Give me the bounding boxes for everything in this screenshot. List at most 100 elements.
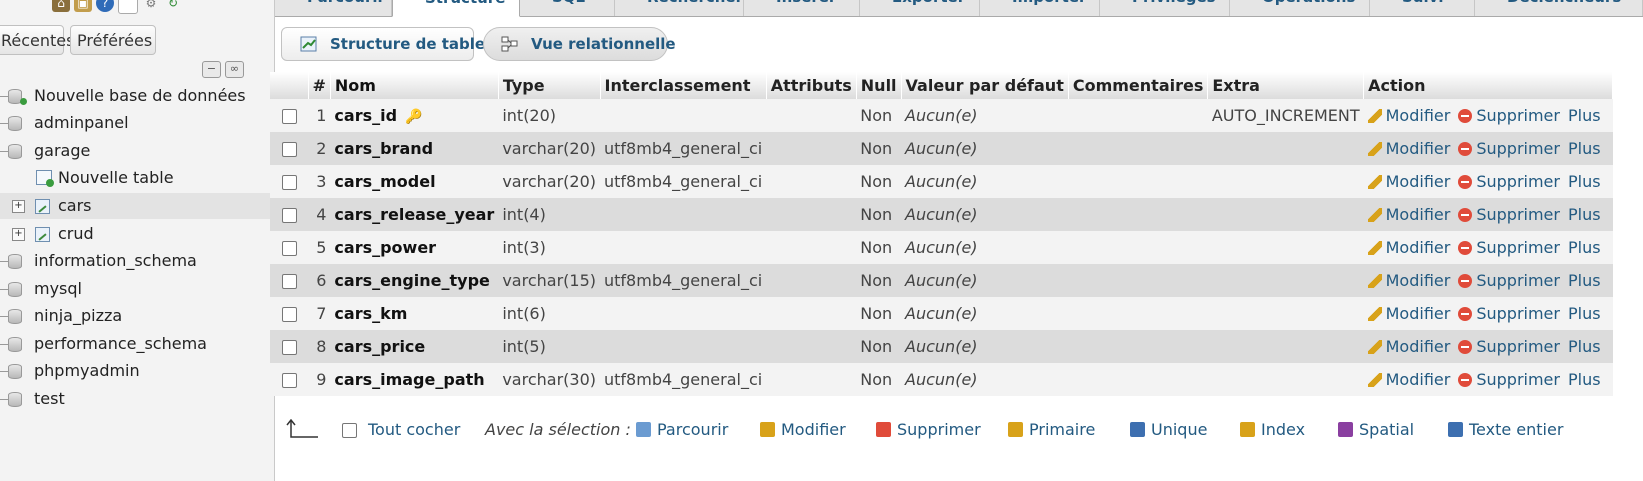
more-button[interactable]: Plus: [1567, 205, 1601, 224]
header-comments[interactable]: Commentaires: [1068, 72, 1209, 99]
delete-button[interactable]: Supprimer: [1458, 205, 1560, 224]
bulk-index-button[interactable]: Index: [1240, 413, 1305, 447]
delete-button[interactable]: Supprimer: [1458, 271, 1560, 290]
header-extra[interactable]: Extra: [1207, 72, 1365, 99]
header-default[interactable]: Valeur par défaut: [901, 72, 1069, 99]
modify-button[interactable]: Modifier: [1367, 337, 1450, 356]
delete-button[interactable]: Supprimer: [1458, 172, 1560, 191]
more-button[interactable]: Plus: [1567, 370, 1601, 389]
column-type-text: varchar(30): [502, 370, 596, 389]
bulk-modifier-button[interactable]: Modifier: [760, 413, 846, 447]
favorite-tables-button[interactable]: Préférées: [70, 25, 156, 55]
tab-parcourir[interactable]: Parcourir: [275, 0, 392, 16]
row-checkbox[interactable]: [270, 297, 308, 330]
tab-inserer[interactable]: Insérer: [744, 0, 860, 16]
checkbox[interactable]: [281, 274, 297, 289]
tab-structure[interactable]: Structure: [392, 0, 520, 17]
more-button[interactable]: Plus: [1567, 139, 1601, 158]
bulk-parcourir-button[interactable]: Parcourir: [636, 413, 728, 447]
column-null: Non: [856, 198, 902, 231]
row-checkbox[interactable]: [270, 165, 308, 198]
row-checkbox[interactable]: [270, 132, 308, 165]
tab-sql[interactable]: SQL: [520, 0, 615, 16]
bulk-spatial-button[interactable]: Spatial: [1338, 413, 1414, 447]
delete-button[interactable]: Supprimer: [1458, 238, 1560, 257]
header-attributes[interactable]: Attributs: [766, 72, 857, 99]
checkbox[interactable]: [281, 208, 297, 223]
logout-icon[interactable]: ▣: [74, 0, 92, 12]
column-name: cars_km: [330, 297, 499, 330]
tab-exporter[interactable]: Exporter: [860, 0, 980, 16]
tab-operations[interactable]: Opérations: [1230, 0, 1370, 16]
tab-privileges[interactable]: Privilèges: [1100, 0, 1230, 16]
header-number[interactable]: #: [308, 72, 331, 99]
gear-icon[interactable]: ⚙: [145, 0, 157, 10]
relation-view-tab[interactable]: Vue relationnelle: [483, 27, 676, 61]
delete-button[interactable]: Supprimer: [1458, 106, 1560, 125]
checkbox[interactable]: [281, 340, 297, 355]
checkbox[interactable]: [281, 109, 297, 124]
header-collation[interactable]: Interclassement: [600, 72, 767, 99]
column-default: Aucun(e): [901, 363, 1069, 396]
bulk-primaire-button[interactable]: Primaire: [1008, 413, 1095, 447]
header-null[interactable]: Null: [856, 72, 902, 99]
more-button[interactable]: Plus: [1567, 271, 1601, 290]
pencil-icon: [1367, 142, 1382, 156]
expand-icon[interactable]: +: [12, 228, 25, 241]
row-checkbox[interactable]: [270, 231, 308, 264]
tab-suivi[interactable]: Suivi: [1370, 0, 1475, 16]
database-icon: [8, 116, 22, 131]
link-icon[interactable]: ∞: [225, 61, 244, 78]
more-button[interactable]: Plus: [1567, 337, 1601, 356]
column-default-text: Aucun(e): [905, 205, 978, 224]
row-checkbox[interactable]: [270, 264, 308, 297]
delete-button[interactable]: Supprimer: [1458, 370, 1560, 389]
tree-item-label: cars: [58, 196, 92, 215]
row-checkbox[interactable]: [270, 330, 308, 363]
row-checkbox[interactable]: [270, 99, 308, 132]
expand-icon[interactable]: +: [12, 200, 25, 213]
modify-button[interactable]: Modifier: [1367, 304, 1450, 323]
collapse-all-icon[interactable]: −: [202, 61, 221, 78]
modify-button[interactable]: Modifier: [1367, 172, 1450, 191]
bulk-supprimer-button[interactable]: Supprimer: [876, 413, 981, 447]
documentation-icon[interactable]: [118, 0, 138, 14]
modify-button[interactable]: Modifier: [1367, 370, 1450, 389]
delete-button[interactable]: Supprimer: [1458, 304, 1560, 323]
row-checkbox[interactable]: [270, 198, 308, 231]
check-all-label[interactable]: Tout cocher: [368, 420, 461, 439]
row-checkbox[interactable]: [270, 363, 308, 396]
home-icon[interactable]: ⌂: [52, 0, 70, 12]
more-button[interactable]: Plus: [1567, 238, 1601, 257]
delete-button[interactable]: Supprimer: [1458, 337, 1560, 356]
column-comments: [1068, 264, 1208, 297]
column-name: cars_release_year: [330, 198, 499, 231]
header-name[interactable]: Nom: [330, 72, 499, 99]
modify-button[interactable]: Modifier: [1367, 271, 1450, 290]
browse-icon: [636, 422, 651, 437]
reload-icon[interactable]: ↻: [167, 0, 179, 10]
delete-button[interactable]: Supprimer: [1458, 139, 1560, 158]
help-icon[interactable]: ?: [96, 0, 114, 12]
checkbox[interactable]: [281, 142, 297, 157]
table-structure-tab[interactable]: Structure de table: [281, 27, 485, 61]
modify-button[interactable]: Modifier: [1367, 106, 1450, 125]
bulk-texte-entier-button[interactable]: Texte entier: [1448, 413, 1563, 447]
modify-button[interactable]: Modifier: [1367, 205, 1450, 224]
modify-button[interactable]: Modifier: [1367, 238, 1450, 257]
more-button[interactable]: Plus: [1567, 304, 1601, 323]
more-button[interactable]: Plus: [1567, 172, 1601, 191]
checkbox[interactable]: [281, 241, 297, 256]
bulk-unique-button[interactable]: Unique: [1130, 413, 1207, 447]
recent-tables-button[interactable]: Récentes: [0, 25, 74, 55]
tab-importer[interactable]: Importer: [980, 0, 1100, 16]
checkbox[interactable]: [281, 373, 297, 388]
modify-button[interactable]: Modifier: [1367, 139, 1450, 158]
checkbox[interactable]: [281, 307, 297, 322]
more-button[interactable]: Plus: [1567, 106, 1601, 125]
check-all-checkbox[interactable]: [342, 413, 369, 447]
tab-declencheurs[interactable]: Déclencheurs: [1475, 0, 1643, 16]
tab-rechercher[interactable]: Rechercher: [615, 0, 744, 16]
header-type[interactable]: Type: [498, 72, 601, 99]
checkbox[interactable]: [281, 175, 297, 190]
